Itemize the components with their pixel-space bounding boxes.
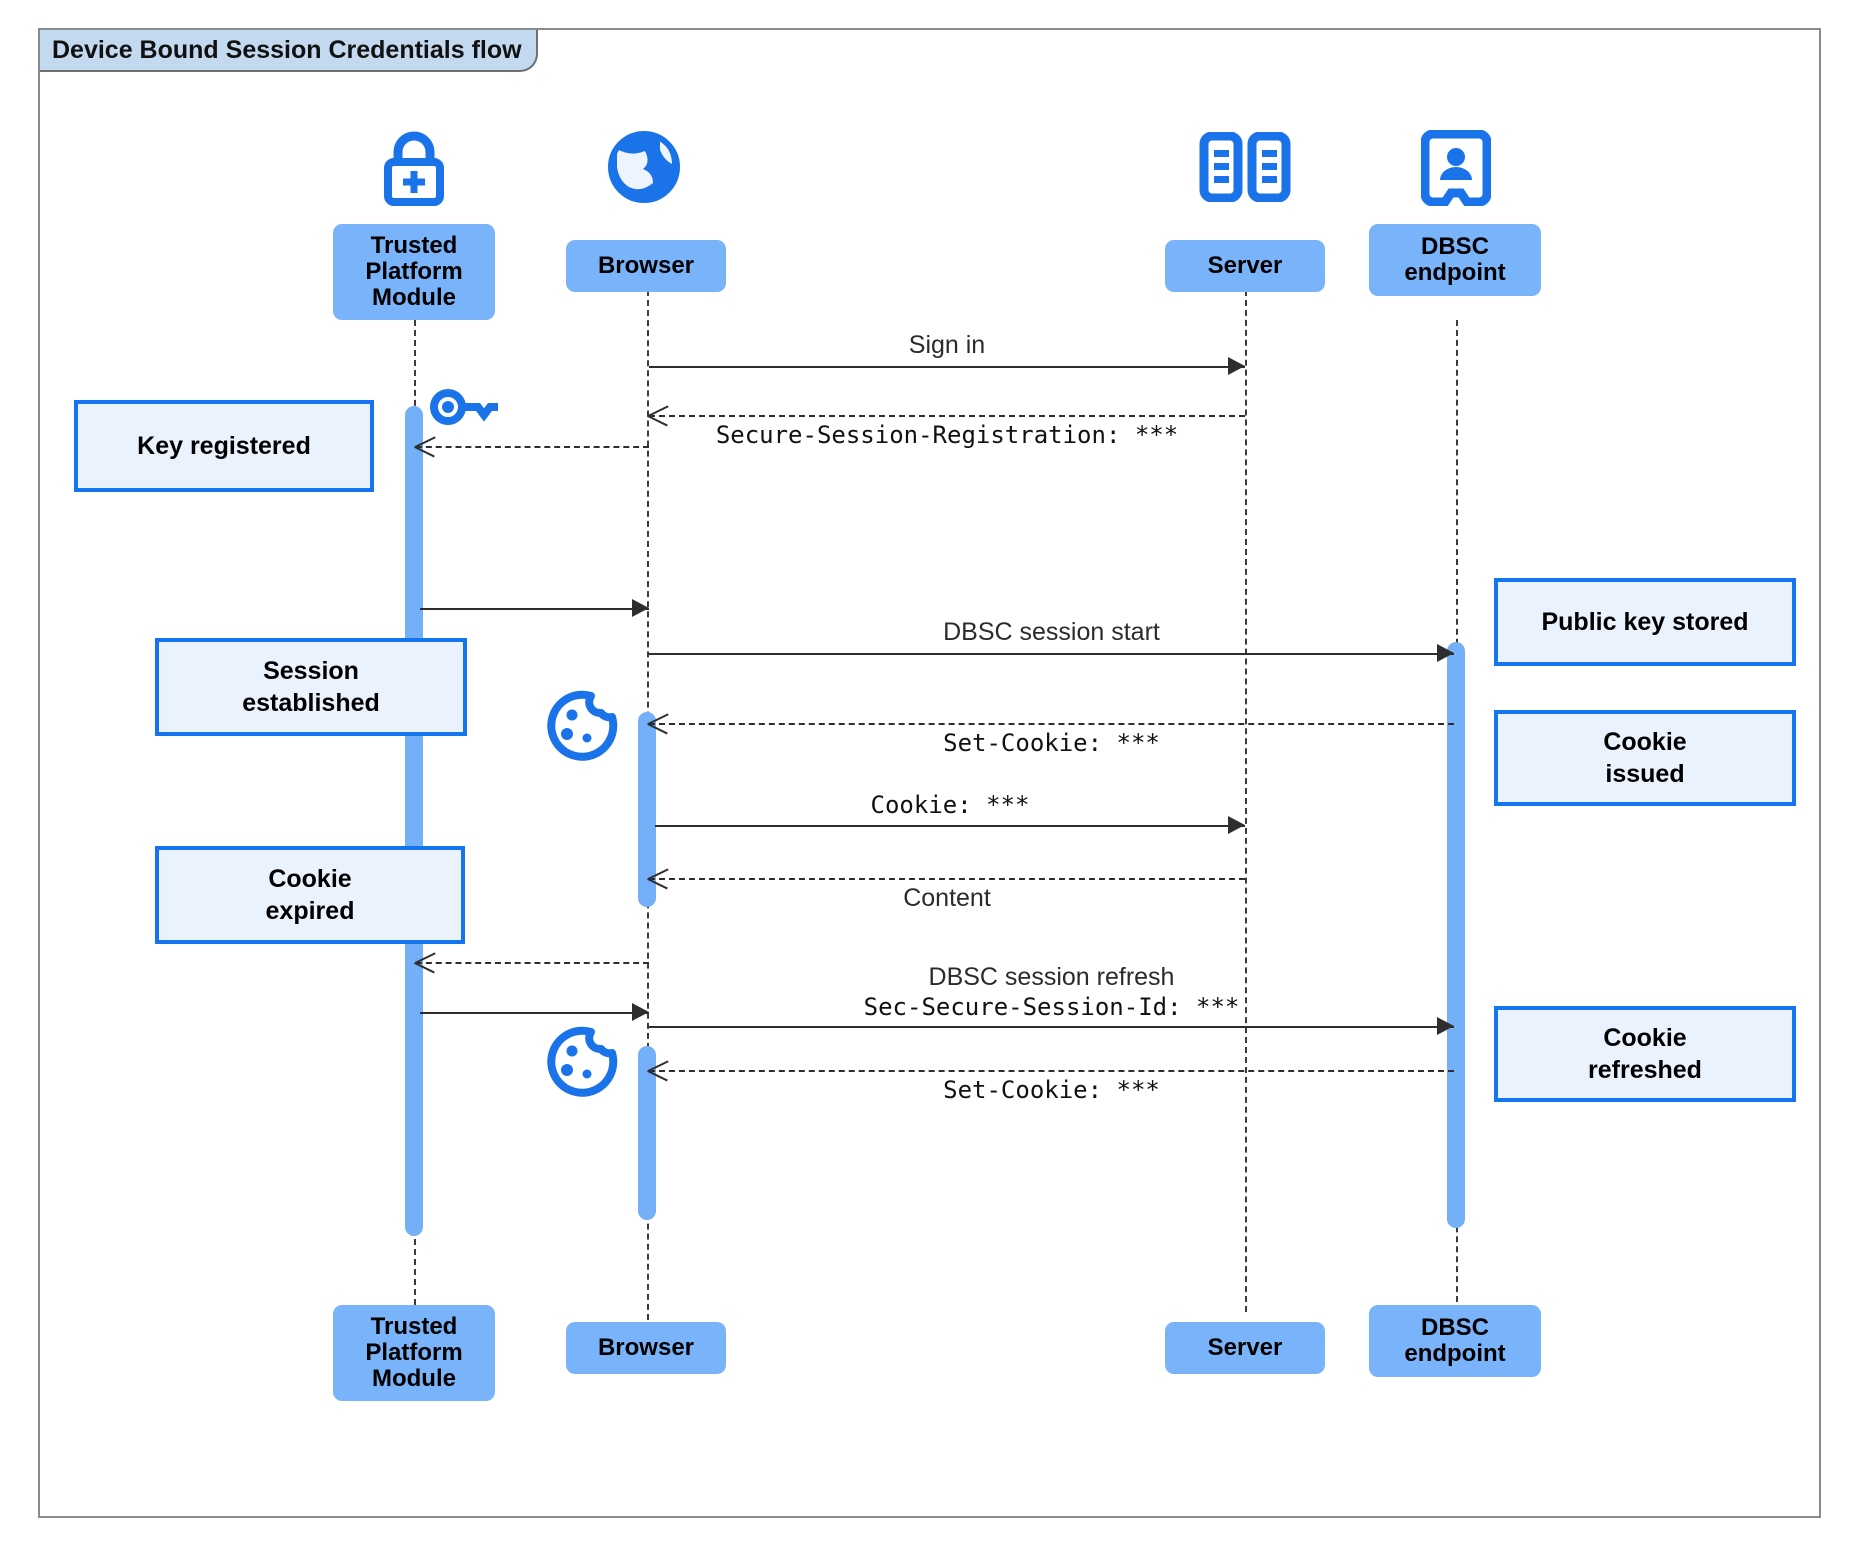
note-text: Session established xyxy=(242,657,380,717)
note-text: Key registered xyxy=(137,432,311,460)
message-label-line1: DBSC session refresh xyxy=(928,963,1175,992)
note-text: Cookie expired xyxy=(265,865,355,925)
note-cookie-expired: Cookie expired xyxy=(155,846,465,944)
participant-label-dbsc: DBSC endpoint xyxy=(1404,233,1506,286)
note-text: Cookie issued xyxy=(1603,728,1687,788)
message-line xyxy=(649,1026,1454,1028)
message-label-group: DBSC session refresh Sec-Secure-Session-… xyxy=(649,962,1454,1022)
message-line xyxy=(649,653,1454,655)
activation-bar-browser-1 xyxy=(638,712,656,907)
participant-label-server-bottom: Server xyxy=(1207,1334,1283,1362)
message-line xyxy=(420,608,649,610)
note-text: Public key stored xyxy=(1541,608,1749,636)
message-line xyxy=(649,1070,1454,1072)
message-line xyxy=(649,415,1245,417)
note-public-key-stored: Public key stored xyxy=(1494,578,1796,666)
participant-label-server: Server xyxy=(1207,252,1283,280)
id-badge-icon xyxy=(1421,130,1491,206)
participant-label-browser-bottom: Browser xyxy=(597,1334,695,1362)
message-line xyxy=(649,878,1245,880)
key-icon xyxy=(430,389,498,425)
participant-box-tpm-bottom[interactable]: Trusted Platform Module xyxy=(333,1305,495,1401)
note-cookie-refreshed: Cookie refreshed xyxy=(1494,1006,1796,1102)
arrowhead-right-icon xyxy=(632,599,649,617)
arrowhead-left-icon xyxy=(648,712,668,734)
arrowhead-right-icon xyxy=(1437,644,1454,662)
server-racks-icon xyxy=(1199,132,1291,202)
message-line xyxy=(420,1012,649,1014)
message-line xyxy=(416,446,649,448)
participant-box-dbsc-bottom[interactable]: DBSC endpoint xyxy=(1369,1305,1541,1377)
note-session-established: Session established xyxy=(155,638,467,736)
arrowhead-left-icon xyxy=(415,435,435,457)
arrowhead-right-icon xyxy=(1228,816,1245,834)
activation-bar-tpm xyxy=(405,406,423,1236)
cookie-icon xyxy=(547,690,618,761)
lock-plus-icon xyxy=(384,131,444,206)
globe-icon xyxy=(608,131,680,203)
message-line xyxy=(655,825,1245,827)
participant-box-dbsc-top[interactable]: DBSC endpoint xyxy=(1369,224,1541,296)
message-label-line2: Sec-Secure-Session-Id: *** xyxy=(863,992,1240,1021)
arrowhead-left-icon xyxy=(648,867,668,889)
cookie-icon xyxy=(547,1026,618,1097)
arrowhead-left-icon xyxy=(648,1059,668,1081)
participant-label-tpm-bottom: Trusted Platform Module xyxy=(365,1313,463,1392)
activation-bar-browser-2 xyxy=(638,1046,656,1220)
participant-box-server-bottom[interactable]: Server xyxy=(1165,1322,1325,1374)
participant-box-tpm-top[interactable]: Trusted Platform Module xyxy=(333,224,495,320)
arrowhead-left-icon xyxy=(648,404,668,426)
activation-bar-dbsc xyxy=(1447,642,1465,1228)
participant-label-tpm: Trusted Platform Module xyxy=(365,232,463,311)
arrowhead-right-icon xyxy=(632,1003,649,1021)
arrowhead-left-icon xyxy=(415,951,435,973)
message-line xyxy=(649,723,1454,725)
arrowhead-right-icon xyxy=(1437,1017,1454,1035)
participant-label-browser: Browser xyxy=(597,252,695,280)
note-cookie-issued: Cookie issued xyxy=(1494,710,1796,806)
note-text: Cookie refreshed xyxy=(1588,1024,1702,1084)
frame-title-label: Device Bound Session Credentials flow xyxy=(40,30,538,72)
note-key-registered: Key registered xyxy=(74,400,374,492)
message-line xyxy=(649,366,1245,368)
message-line xyxy=(416,962,649,964)
participant-box-server-top[interactable]: Server xyxy=(1165,240,1325,292)
participant-box-browser-bottom[interactable]: Browser xyxy=(566,1322,726,1374)
participant-box-browser-top[interactable]: Browser xyxy=(566,240,726,292)
participant-label-dbsc-bottom: DBSC endpoint xyxy=(1404,1314,1506,1367)
arrowhead-right-icon xyxy=(1228,357,1245,375)
lifeline-server xyxy=(1245,290,1247,1312)
